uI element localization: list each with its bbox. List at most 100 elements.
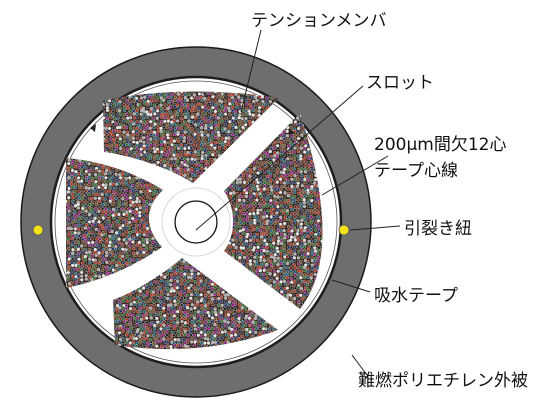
fiber-dot: [179, 164, 184, 168]
fiber-dot: [248, 95, 252, 99]
fiber-dot: [172, 333, 176, 337]
fiber-dot: [158, 287, 163, 291]
fiber-dot: [189, 275, 193, 280]
fiber-dot: [163, 327, 167, 331]
fiber-dot: [196, 112, 200, 116]
fiber-dot: [248, 194, 252, 198]
fiber-dot: [177, 333, 181, 338]
fiber-dot: [268, 269, 272, 273]
fiber-dot: [132, 153, 136, 157]
fiber-dot: [186, 333, 190, 338]
fiber-dot: [170, 330, 174, 334]
fiber-dot: [245, 327, 249, 332]
fiber-dot: [148, 299, 152, 303]
fiber-dot: [231, 188, 236, 192]
fiber-dot: [307, 167, 311, 171]
fiber-dot: [227, 106, 231, 110]
fiber-dot: [310, 170, 315, 175]
fiber-dot: [234, 133, 238, 138]
fiber-dot: [159, 295, 163, 300]
fiber-dot: [165, 153, 170, 157]
fiber-dot: [306, 191, 310, 195]
fiber-dot: [149, 282, 153, 287]
fiber-dot: [265, 187, 270, 192]
fiber-dot: [186, 112, 190, 117]
fiber-dot: [279, 215, 283, 220]
fiber-dot: [148, 156, 153, 160]
fiber-dot: [293, 238, 298, 242]
fiber-dot: [159, 316, 164, 320]
fiber-dot: [320, 226, 323, 230]
fiber-dot: [141, 286, 146, 290]
fiber-dot: [203, 105, 207, 109]
fiber-dot: [299, 293, 303, 297]
fiber-dot: [300, 180, 305, 184]
fiber-dot: [248, 112, 252, 116]
fiber-dot: [257, 106, 262, 110]
fiber-dot: [313, 262, 318, 266]
fiber-dot: [292, 242, 297, 246]
fiber-dot: [259, 238, 264, 242]
fiber-dot: [302, 265, 307, 270]
fiber-dot: [187, 109, 191, 113]
fiber-dot: [248, 232, 253, 237]
fiber-dot: [143, 95, 147, 99]
fiber-dot: [217, 150, 221, 154]
fiber-dot: [169, 316, 173, 320]
fiber-dot: [165, 275, 170, 279]
fiber-dot: [240, 334, 245, 338]
fiber-dot: [306, 222, 310, 226]
fiber-dot: [118, 320, 122, 324]
fiber-dot: [206, 334, 210, 338]
fiber-dot: [155, 116, 159, 120]
fiber-dot: [115, 135, 120, 140]
fiber-dot: [163, 140, 167, 144]
fiber-dot: [129, 153, 133, 158]
fiber-dot: [262, 198, 266, 202]
fiber-dot: [118, 313, 122, 317]
fiber-dot: [148, 126, 152, 130]
fiber-dot: [280, 272, 284, 276]
fiber-dot: [141, 289, 146, 293]
fiber-dot: [287, 201, 291, 205]
fiber-dot: [261, 105, 265, 109]
fiber-dot: [303, 218, 307, 222]
fiber-dot: [261, 99, 265, 104]
fiber-dot: [166, 166, 170, 170]
fiber-dot: [156, 122, 160, 126]
fiber-dot: [229, 184, 233, 189]
fiber-dot: [196, 109, 201, 114]
fiber-dot: [253, 95, 258, 99]
fiber-dot: [258, 269, 263, 273]
fiber-dot: [114, 149, 119, 153]
fiber-dot: [190, 164, 194, 168]
fiber-dot: [139, 143, 143, 148]
fiber-dot: [273, 140, 277, 145]
fiber-dot: [196, 289, 200, 293]
fiber-dot: [265, 272, 270, 276]
fiber-dot: [159, 143, 163, 147]
fiber-dot: [207, 327, 211, 331]
fiber-dot: [214, 100, 218, 104]
fiber-dot: [231, 249, 235, 254]
fiber-dot: [162, 137, 166, 141]
fiber-dot: [248, 122, 252, 127]
fiber-dot: [145, 135, 149, 140]
fiber-dot: [272, 327, 276, 331]
fiber-dot: [236, 251, 240, 256]
fiber-dot: [255, 268, 260, 273]
fiber-dot: [196, 125, 200, 130]
fiber-dot: [265, 228, 270, 232]
fiber-dot: [296, 212, 300, 216]
fiber-dot: [132, 309, 136, 314]
fiber-dot: [129, 147, 133, 151]
fiber-dot: [265, 98, 269, 102]
fiber-dot: [310, 263, 314, 267]
fiber-dot: [135, 316, 140, 320]
fiber-dot: [203, 130, 207, 134]
fiber-dot: [146, 105, 150, 110]
fiber-dot: [139, 150, 143, 154]
fiber-dot: [132, 109, 136, 113]
fiber-dot: [238, 238, 243, 242]
